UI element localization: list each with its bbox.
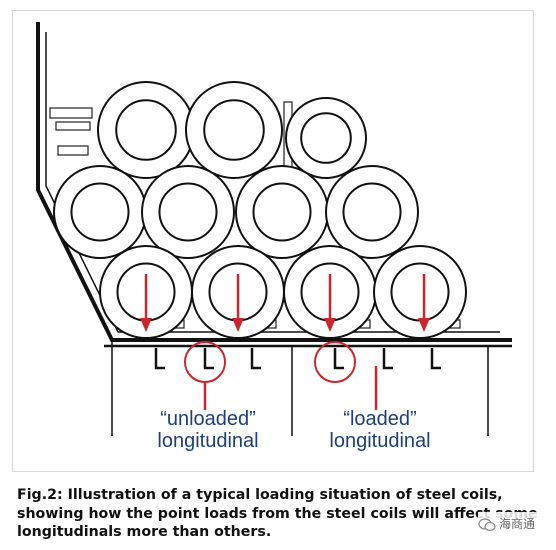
steel-coil-loading-diagram bbox=[36, 22, 512, 436]
steel-coil bbox=[325, 165, 419, 259]
caption-line-2: showing how the point loads from the ste… bbox=[17, 505, 538, 522]
longitudinal bbox=[250, 348, 261, 370]
longitudinal bbox=[382, 348, 393, 370]
load-arrow bbox=[324, 274, 336, 332]
load-arrow bbox=[140, 274, 152, 332]
steel-coil bbox=[185, 81, 283, 179]
unloaded-longitudinal-label: “unloaded” longitudinal bbox=[157, 408, 259, 452]
steel-coils bbox=[53, 81, 467, 339]
longitudinal bbox=[203, 348, 214, 370]
longitudinal bbox=[154, 348, 165, 370]
point-load-arrows bbox=[140, 274, 430, 332]
longitudinals bbox=[154, 348, 441, 370]
steel-coil bbox=[97, 81, 195, 179]
caption-line-3: longitudinals more than others. bbox=[17, 524, 272, 540]
load-arrow bbox=[232, 274, 244, 332]
steel-coil bbox=[53, 165, 147, 259]
caption-line-1: Fig.2: Illustration of a typical loading… bbox=[17, 487, 503, 503]
figure-caption: Fig.2: Illustration of a typical loading… bbox=[17, 486, 538, 542]
wechat-logo-icon bbox=[478, 517, 496, 531]
steel-coil bbox=[373, 245, 467, 339]
steel-coil bbox=[285, 97, 367, 179]
load-arrow bbox=[418, 274, 430, 332]
loaded-longitudinal-marker bbox=[314, 341, 356, 383]
longitudinal bbox=[333, 348, 344, 370]
longitudinal bbox=[430, 348, 441, 370]
loaded-longitudinal-label: “loaded” longitudinal bbox=[329, 408, 431, 452]
steel-coil bbox=[235, 165, 329, 259]
watermark-right-text: 海商通 bbox=[499, 517, 536, 531]
steel-coil bbox=[141, 165, 235, 259]
highlight-markers bbox=[184, 341, 378, 410]
watermark-right: 海商通 bbox=[478, 512, 540, 536]
